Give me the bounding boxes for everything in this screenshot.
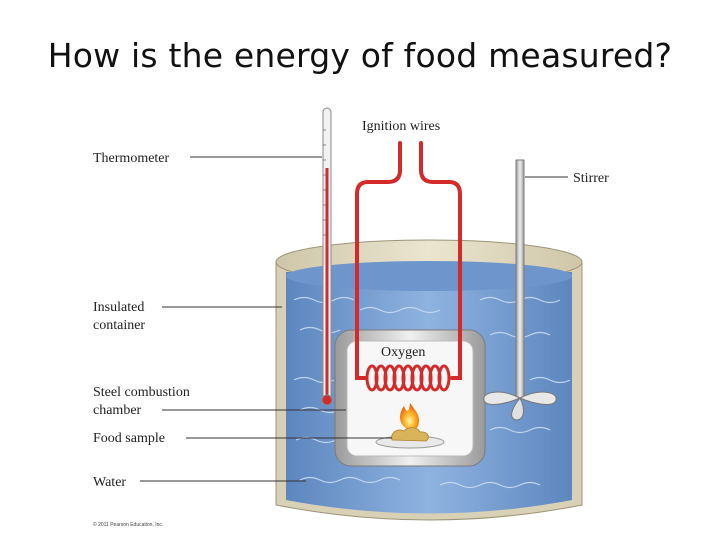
food-sample xyxy=(375,427,445,449)
flame-icon xyxy=(400,403,420,431)
copyright-text: © 2011 Pearson Education, Inc. xyxy=(93,521,163,528)
thermometer-label: Thermometer xyxy=(93,151,170,166)
water-label: Water xyxy=(93,475,126,490)
slide-title: How is the energy of food measured? xyxy=(47,36,673,75)
food-sample-label: Food sample xyxy=(93,431,165,446)
stirrer-icon xyxy=(483,159,557,421)
insulated-label-line1: Insulated xyxy=(93,300,144,315)
ignition-wires xyxy=(355,141,462,380)
ignition-wires-label: Ignition wires xyxy=(362,119,440,134)
ignition-coil xyxy=(365,364,451,392)
thermometer-icon xyxy=(321,107,333,406)
steel-chamber-label-line2: chamber xyxy=(93,403,142,418)
stirrer-label: Stirrer xyxy=(573,171,609,186)
insulated-label-line2: container xyxy=(93,318,145,333)
steel-chamber-label-line1: Steel combustion xyxy=(93,385,190,400)
oxygen-label: Oxygen xyxy=(381,345,425,360)
